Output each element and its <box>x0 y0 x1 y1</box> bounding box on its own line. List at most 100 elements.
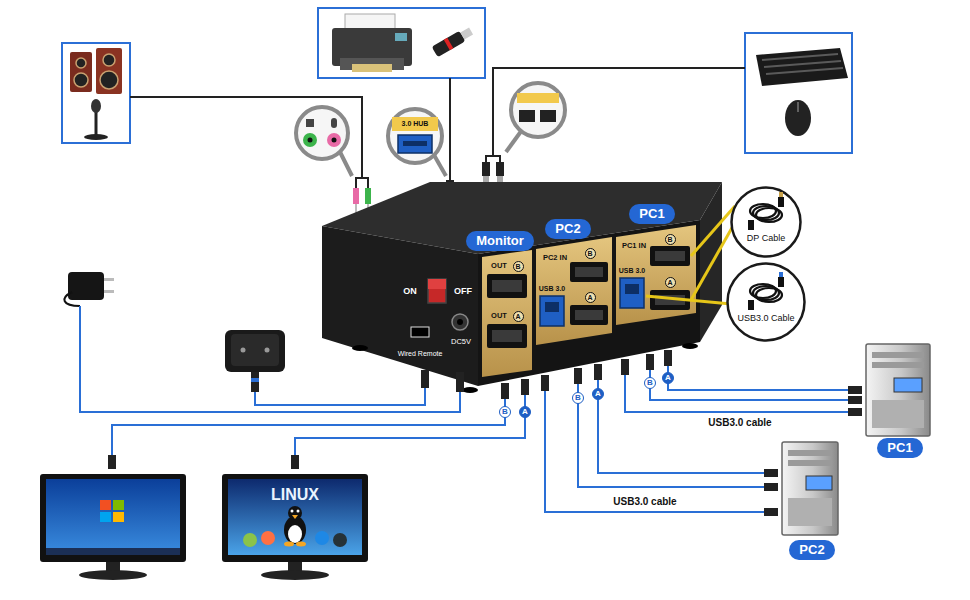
callout-outline <box>730 186 802 258</box>
computer-tower <box>788 460 832 466</box>
cable-marker: B <box>644 377 656 389</box>
callout-magnifier <box>517 93 559 103</box>
usb-stick-icon <box>432 26 474 57</box>
cable-callout: DP Cable <box>730 186 802 258</box>
monitor-icon <box>113 500 124 510</box>
cable-plug <box>291 455 299 469</box>
callout-magnifier <box>511 83 565 137</box>
callout-text: 3.0 HUB <box>402 120 429 128</box>
computer-tower <box>782 442 838 535</box>
callout-text: USB3.0 Cable <box>737 313 794 323</box>
kvm-switch-body <box>322 182 722 393</box>
cable-marker: B <box>499 406 511 418</box>
label-pill: PC1 <box>877 438 922 458</box>
displayport-socket <box>492 280 522 292</box>
speaker-mic-icon <box>100 71 118 89</box>
wired-remote-icon <box>231 334 279 366</box>
device-frame <box>62 8 852 153</box>
cable-coil-icon <box>748 220 754 230</box>
pill-text: PC1 <box>887 440 912 455</box>
wire <box>130 97 362 178</box>
wired-remote-icon <box>225 330 285 392</box>
keyboard-mouse-icon <box>764 61 841 67</box>
power-adapter-icon <box>64 272 114 306</box>
cable-label: USB3.0 cable <box>613 496 676 508</box>
cable-callout: USB3.0 Cable <box>726 262 806 342</box>
cable-plug <box>594 364 602 380</box>
port-letter: A <box>585 292 596 303</box>
usb-socket <box>620 278 644 308</box>
cable-plug <box>496 162 504 176</box>
port-letter: B <box>585 248 596 259</box>
pill-text: PC2 <box>555 221 580 236</box>
cable-coil-icon <box>779 192 783 197</box>
kvm-switch-body <box>322 226 478 386</box>
usb-socket <box>545 302 559 312</box>
callout-magnifier <box>388 109 442 163</box>
cable-leader-line <box>646 296 731 304</box>
wire <box>449 78 451 180</box>
power-adapter-icon <box>104 278 114 281</box>
kvm-switch-body <box>428 279 446 303</box>
callout-outline <box>726 262 806 342</box>
cable-plug <box>848 386 862 394</box>
callout-outline <box>732 188 801 257</box>
power-adapter-icon <box>68 272 104 300</box>
printer-usb-icon <box>345 14 395 30</box>
computer-tower <box>872 352 924 358</box>
usb-stick-icon <box>460 28 473 40</box>
wired-remote-icon <box>251 372 259 392</box>
port-label: PC1 IN <box>622 242 646 251</box>
switch-label: OFF <box>454 286 472 296</box>
monitor-icon <box>243 533 257 547</box>
port-panel <box>616 225 696 325</box>
cable-coil-icon <box>778 197 784 207</box>
displayport-socket <box>570 305 608 325</box>
monitor-icon <box>261 531 275 545</box>
pill-text: PC1 <box>639 206 664 221</box>
displayport-socket <box>487 324 527 348</box>
computer-tower <box>866 344 930 436</box>
keyboard-mouse-icon <box>797 102 799 112</box>
cable-leader-line <box>691 206 735 256</box>
monitor-icon <box>292 515 298 519</box>
callout-magnifier <box>403 141 427 146</box>
cable-plug <box>353 188 359 204</box>
monitor-icon <box>46 479 180 555</box>
cable-plug <box>646 354 654 370</box>
keyboard-mouse-icon <box>756 48 848 136</box>
device-frame <box>62 43 130 143</box>
cable-marker: A <box>662 372 674 384</box>
wire <box>493 68 745 156</box>
label-pill: PC2 <box>789 540 834 560</box>
speaker-mic-icon <box>84 134 108 140</box>
callout-magnifier <box>332 138 337 143</box>
label-pill: PC1 <box>629 204 674 224</box>
callout-magnifier <box>308 138 313 143</box>
displayport-socket <box>487 274 527 298</box>
wired-remote-icon <box>251 378 259 382</box>
port-letter: B <box>665 234 676 245</box>
callout-magnifier <box>506 130 522 152</box>
wire <box>295 395 525 455</box>
cable-leader-line <box>691 226 733 300</box>
pill-text: PC2 <box>799 542 824 557</box>
wire <box>668 366 848 390</box>
cable-plug <box>521 379 529 395</box>
monitor-icon <box>288 506 302 520</box>
cable-plug <box>541 375 549 391</box>
cable-plug <box>421 370 429 388</box>
callout-magnifier <box>327 133 341 147</box>
monitor-icon <box>288 525 302 543</box>
usb-stick-icon <box>444 38 453 50</box>
speaker-mic-icon <box>96 48 122 94</box>
callout-magnifier <box>398 135 432 153</box>
cable-marker: B <box>572 392 584 404</box>
label-pill: PC2 <box>545 219 590 239</box>
callout-magnifier <box>306 119 314 127</box>
monitor-icon <box>296 542 306 547</box>
cable-coil-icon <box>756 208 782 222</box>
cable-coil-icon <box>779 272 783 277</box>
